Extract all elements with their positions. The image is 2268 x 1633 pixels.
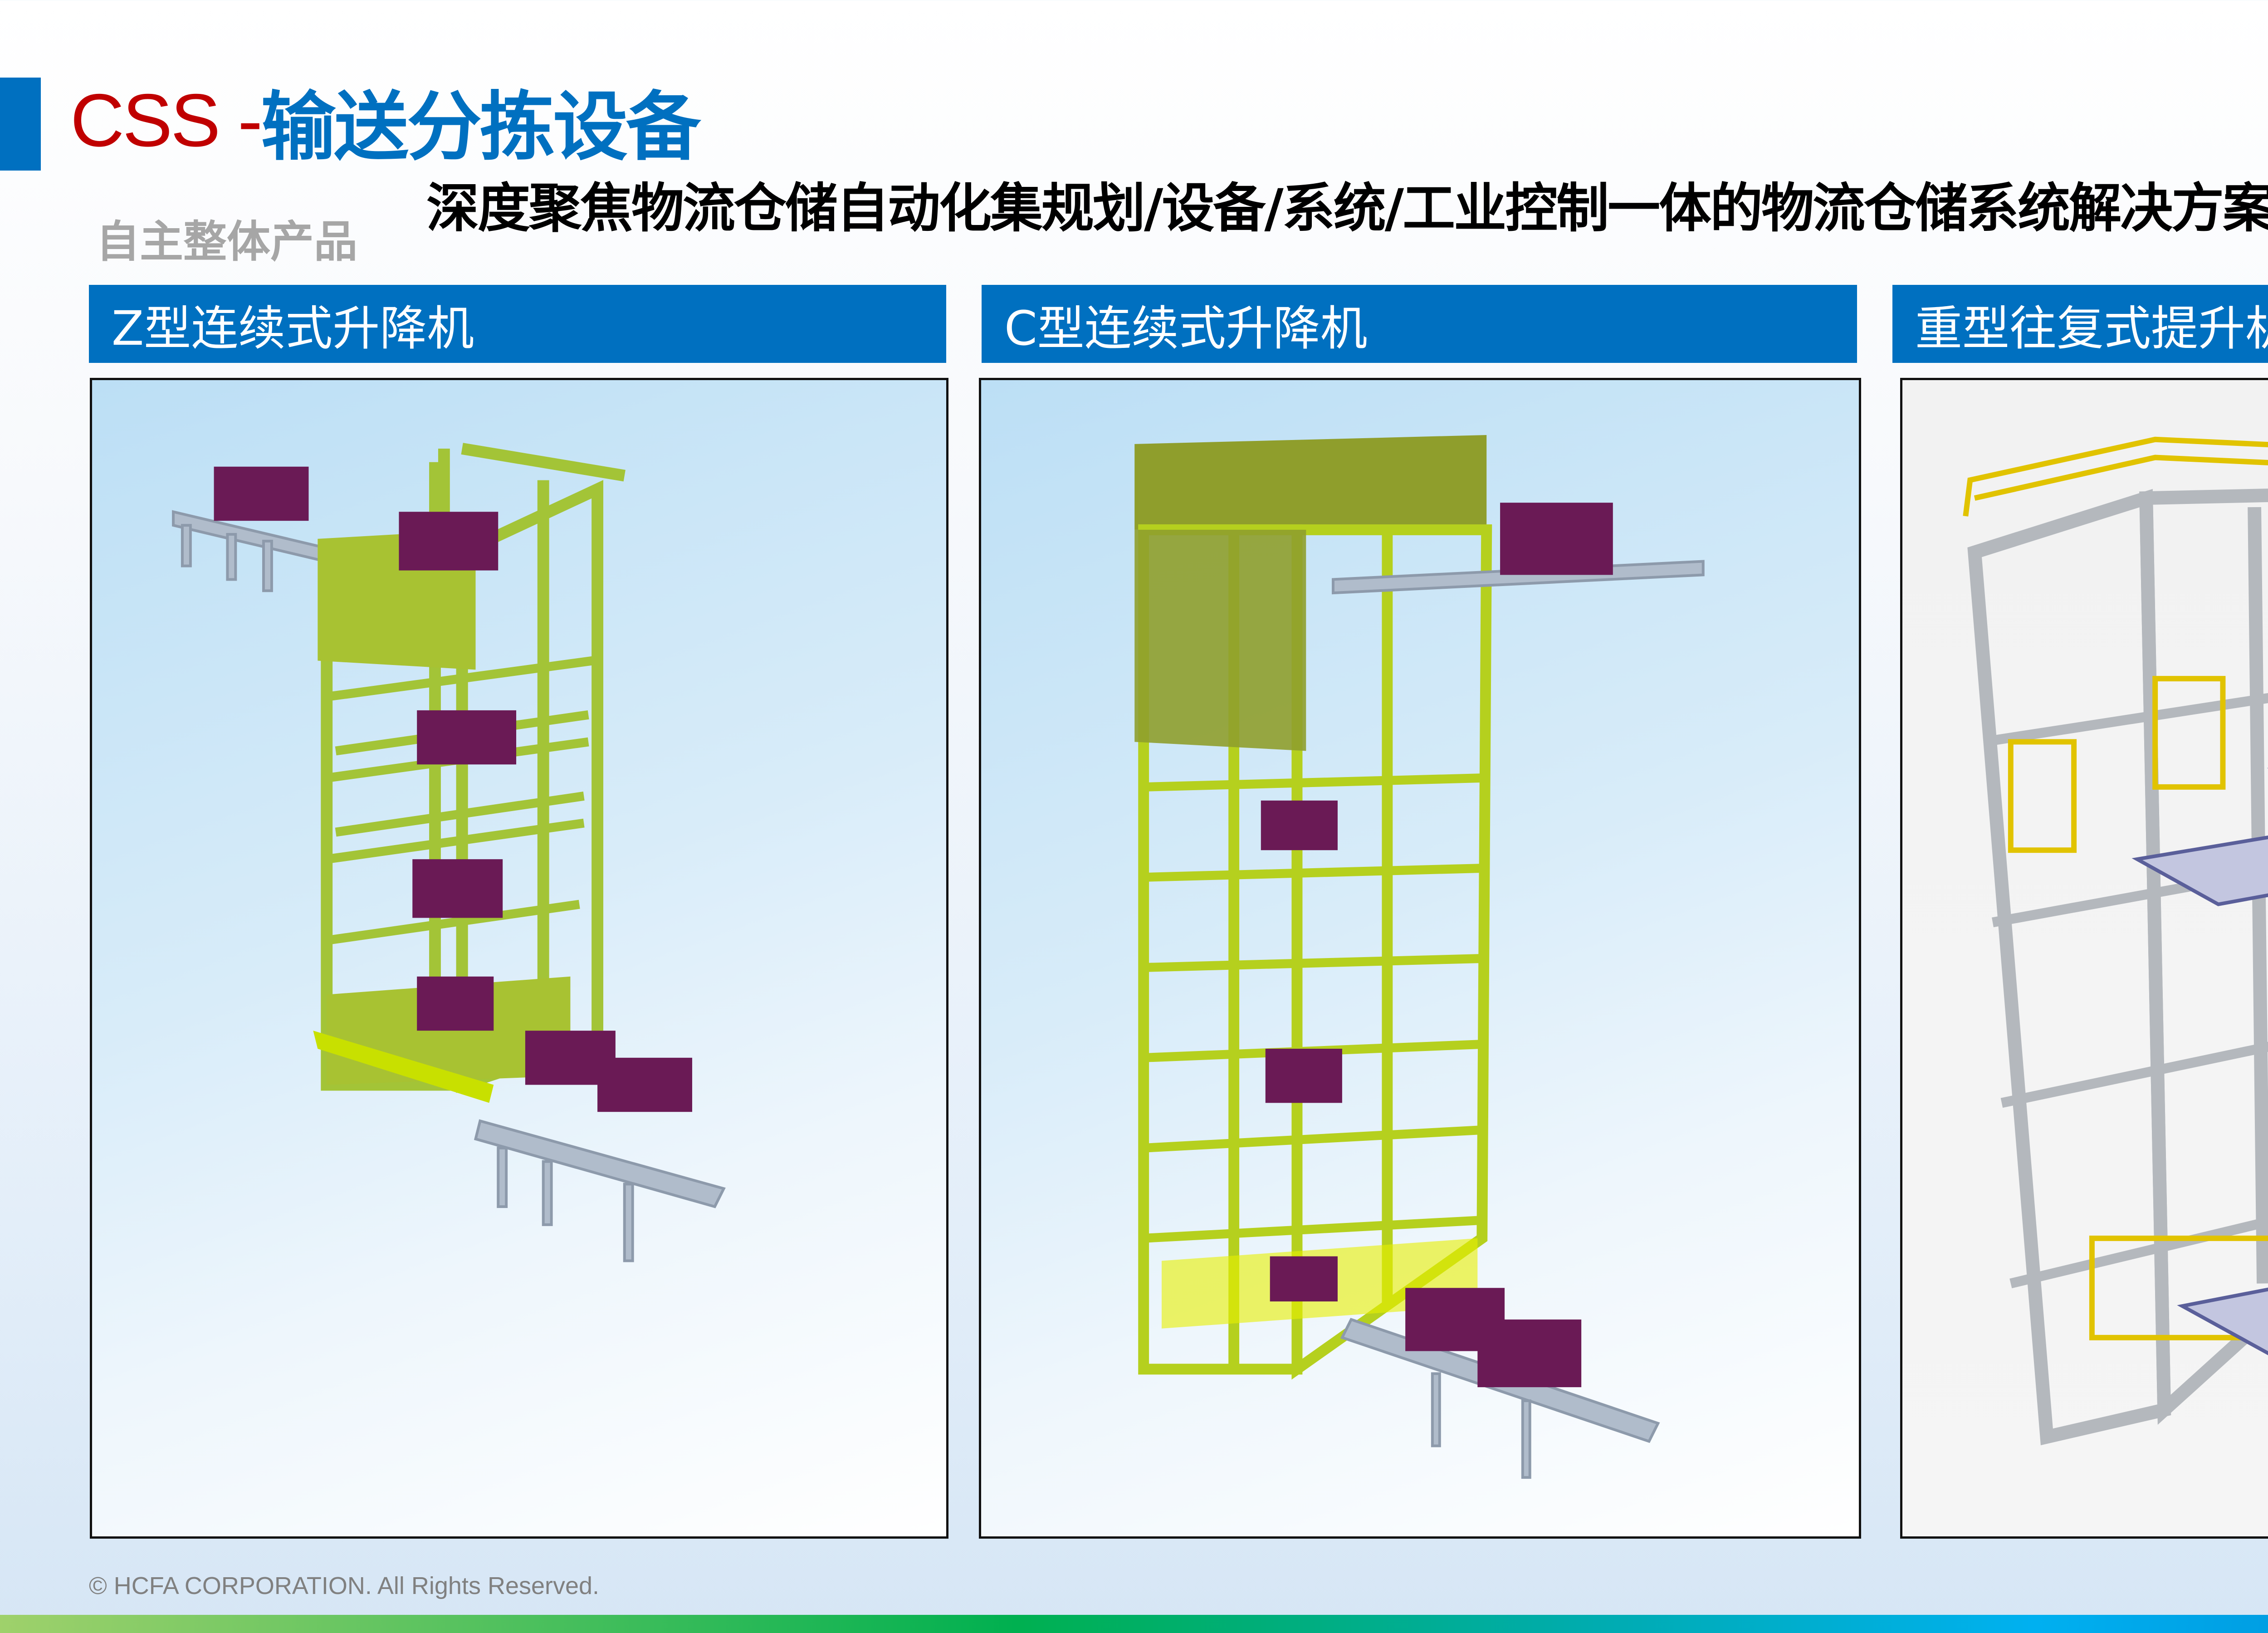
product-header-c-lifter: C型连续式升降机: [982, 285, 1857, 363]
z-lifter-image: [90, 378, 948, 1539]
heavy-lifter-image: [1900, 378, 2268, 1539]
copyright-text: © HCFA CORPORATION. All Rights Reserved.: [89, 1572, 600, 1599]
title-accent-bar: [0, 78, 41, 171]
page-title: CSS - 输送分拣设备: [70, 68, 701, 172]
c-lifter-illustration: [1134, 435, 1705, 1479]
tagline: 深度聚焦物流仓储自动化集规划/设备/系统/工业控制一体的物流仓储系统解决方案集成…: [426, 178, 2268, 239]
heavy-lifter-illustration: [1963, 436, 2268, 1446]
c-lifter-image: [979, 378, 1861, 1539]
product-header-heavy-lifter: 重型往复式提升机: [1892, 285, 2268, 363]
z-lifter-illustration: [172, 443, 726, 1262]
product-header-z-lifter: Z型连续式升降机: [89, 285, 946, 363]
page-title-main: 输送分拣设备: [261, 83, 701, 171]
page-title-prefix: CSS -: [70, 78, 263, 162]
bottom-gradient-strip: [0, 1615, 2268, 1633]
subtitle: 自主整体产品: [96, 216, 357, 267]
